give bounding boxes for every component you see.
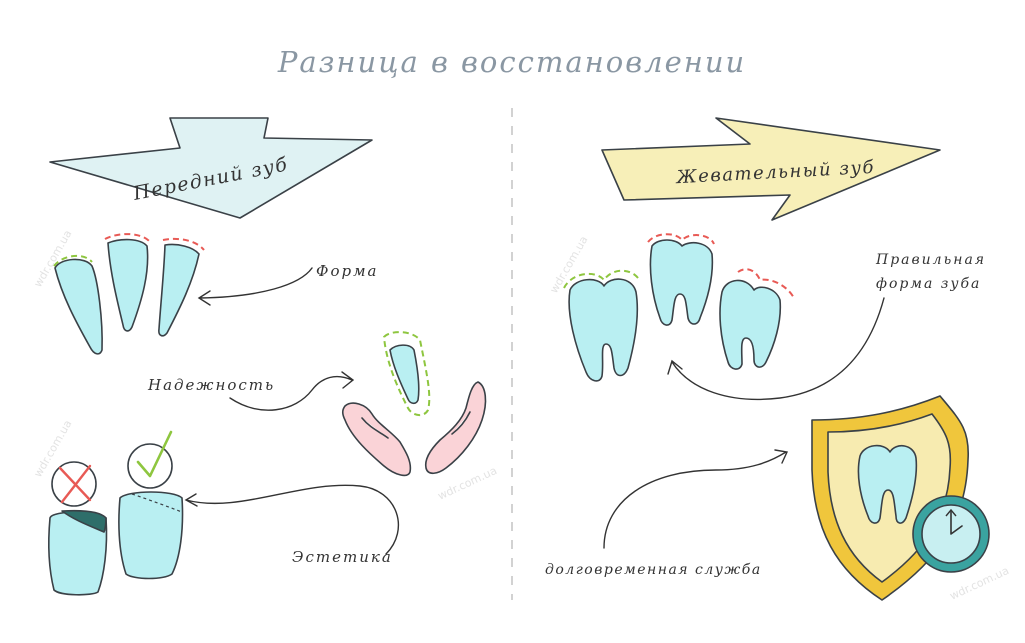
molar-2 bbox=[649, 239, 714, 326]
page-title: Разница в восстановлении bbox=[277, 45, 746, 79]
front-teeth-form bbox=[53, 233, 205, 355]
watermark-3: wdr.com.ua bbox=[436, 464, 499, 503]
aesthetics-arrow bbox=[184, 484, 400, 555]
gum-left bbox=[341, 402, 412, 477]
molar-dash-green bbox=[563, 269, 639, 289]
form-arrow bbox=[197, 267, 313, 306]
correct-form-label-line2: форма зуба bbox=[876, 276, 981, 292]
form-dash-red-2 bbox=[162, 237, 205, 251]
ok-circle bbox=[127, 443, 173, 489]
gum-right bbox=[424, 381, 487, 475]
implant-tooth bbox=[389, 344, 420, 405]
correct-form-label-line1: Правильная bbox=[875, 252, 986, 268]
cross-icon bbox=[58, 464, 92, 504]
aesthetics-label: Эстетика bbox=[292, 548, 393, 566]
front-tooth-arrow: Передний зуб bbox=[49, 117, 373, 219]
reliability-arrow bbox=[229, 371, 355, 411]
molar-dash-red-2 bbox=[737, 268, 795, 299]
molar-3 bbox=[719, 279, 782, 370]
molars-form bbox=[563, 233, 795, 382]
molar-1 bbox=[568, 278, 639, 382]
aesthetics-illustration bbox=[48, 430, 184, 596]
chewing-tooth-arrow: Жевательный зуб bbox=[601, 117, 941, 221]
incisor-tooth-3 bbox=[158, 243, 200, 337]
correct-form-arrow bbox=[667, 297, 885, 401]
incisor-tooth-2 bbox=[107, 238, 149, 332]
form-dash-green bbox=[53, 254, 93, 267]
incisor-tooth-1 bbox=[54, 258, 103, 355]
shield-tooth bbox=[857, 444, 918, 524]
form-label: Форма bbox=[316, 262, 378, 280]
durability-label: долговременная служба bbox=[545, 562, 762, 578]
restoration-line bbox=[131, 493, 183, 513]
reliability-label: Надежность bbox=[147, 376, 275, 394]
durability-arrow bbox=[603, 449, 789, 549]
form-dash-red-1 bbox=[104, 233, 151, 243]
tooth-good-restoration bbox=[118, 491, 184, 580]
implant-dash-outline bbox=[382, 331, 431, 416]
implant-illustration bbox=[341, 331, 487, 477]
clock-icon bbox=[912, 495, 990, 573]
bad-filling bbox=[61, 509, 107, 533]
check-icon bbox=[136, 430, 173, 478]
molar-dash-red-1 bbox=[647, 233, 715, 245]
